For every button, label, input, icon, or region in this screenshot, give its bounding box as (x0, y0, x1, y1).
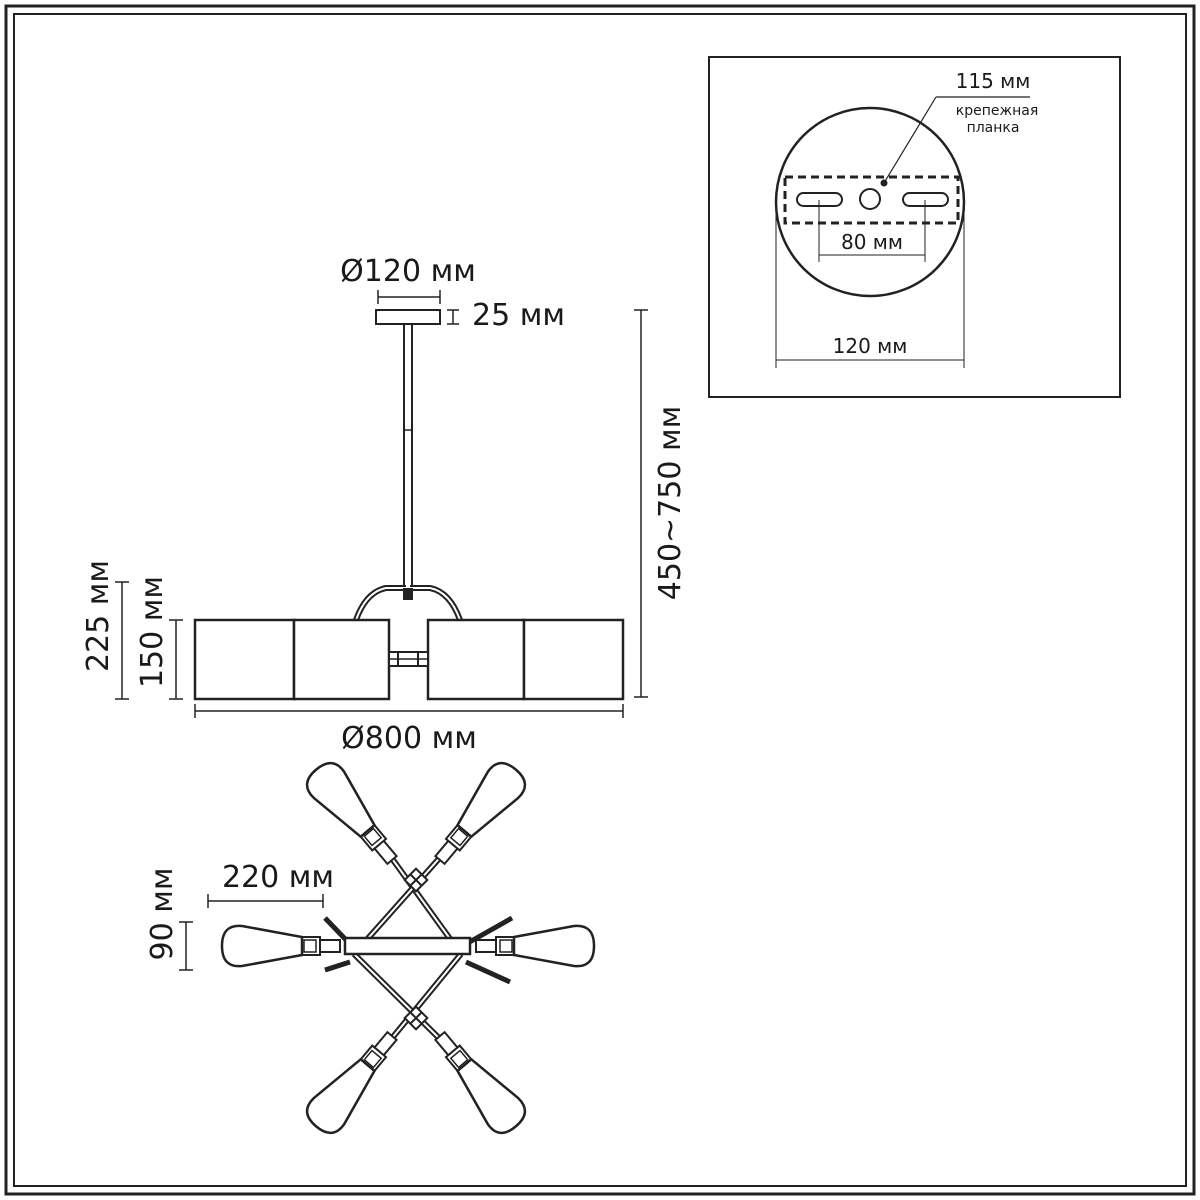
shade-4 (522, 618, 625, 701)
canopy-width-label: 120 мм (833, 334, 908, 358)
bulb-left (220, 924, 342, 968)
screw-spacing-label: 115 мм (956, 69, 1031, 93)
hook-left-bottom (324, 959, 351, 973)
suspension-rod (403, 323, 413, 595)
bracket-center-hole (859, 188, 881, 210)
bulb-top-left (299, 755, 409, 875)
mounting-bracket (783, 175, 960, 225)
bulb-top-right (423, 755, 533, 875)
side-view: Ø120 мм 25 мм 450~750 мм (81, 254, 688, 756)
shade-2 (292, 618, 391, 701)
shade-3 (426, 618, 526, 701)
arm-length-label: 220 мм (222, 860, 334, 895)
center-bar (343, 936, 472, 956)
bracket-label-line1: крепежная (956, 103, 1039, 119)
shade-height-label: 150 мм (135, 576, 170, 688)
bracket-label-line2: планка (967, 120, 1020, 136)
canopy-diameter-label: Ø120 мм (340, 254, 476, 289)
hook-right-top (464, 915, 514, 947)
arm-left-inner (355, 587, 406, 621)
hook-right-bottom (464, 959, 512, 985)
total-height-label: 450~750 мм (653, 406, 688, 600)
canopy-height-label: 25 мм (472, 298, 565, 333)
leader-line (883, 96, 937, 184)
bulb-bottom-right (423, 1021, 533, 1141)
slot-spacing-label: 80 мм (841, 230, 903, 254)
cross-joint-top (403, 867, 429, 893)
mount-plate-inset: 115 мм крепежная планка 80 мм 120 мм (708, 56, 1121, 398)
leader-dot (880, 179, 888, 187)
arm-right-inner (410, 587, 461, 621)
inset-frame (708, 56, 1121, 398)
canopy-circle (774, 106, 966, 298)
bulb-right (474, 924, 596, 968)
top-view: 220 мм 90 мм (145, 755, 596, 1141)
inner-border (13, 13, 1187, 1187)
outer-border (4, 4, 1196, 1196)
cross-joint-bottom (403, 1005, 429, 1031)
shade-1 (193, 618, 296, 701)
bulb-width-label: 90 мм (145, 868, 180, 961)
height-225-label: 225 мм (81, 560, 116, 672)
canopy (375, 309, 441, 325)
bulb-bottom-left (299, 1021, 409, 1141)
overall-diameter-label: Ø800 мм (341, 721, 477, 756)
rod-collar (403, 588, 413, 600)
